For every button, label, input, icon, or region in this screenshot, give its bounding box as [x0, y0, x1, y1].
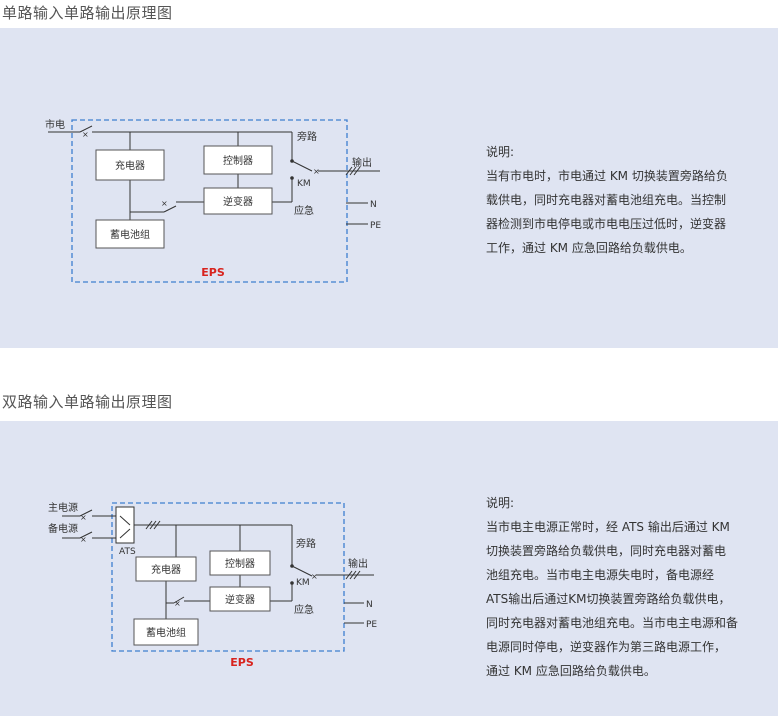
inverter-label: 逆变器 [225, 593, 255, 606]
section-title-single-input: 单路输入单路输出原理图 [2, 4, 173, 22]
inverter-label: 逆变器 [223, 195, 253, 208]
n-label: N [366, 600, 373, 610]
description-heading: 说明: [486, 496, 515, 510]
eps-boundary [71, 119, 348, 283]
eps-label: EPS [230, 656, 254, 669]
ats-box [115, 506, 135, 544]
description-line: ATS输出后通过KM切换装置旁路给负载供电， [486, 592, 731, 606]
battery-box [95, 219, 165, 249]
description-line: 当有市电时，市电通过 KM 切换装置旁路给负 [486, 169, 728, 183]
eps-boundary [111, 502, 345, 652]
charger-box [95, 149, 165, 181]
dual-input-description: 说明: 当市电主电源正常时，经 ATS 输出后通过 KM 切换装置旁路给负载供电… [486, 491, 738, 683]
mains-switch [79, 125, 93, 133]
km-switch [291, 565, 313, 577]
km-label: KM [296, 578, 310, 588]
bypass-label: 旁路 [297, 130, 317, 143]
km-switch [291, 160, 313, 172]
charger-box [135, 556, 197, 582]
section-title-dual-input: 双路输入单路输出原理图 [2, 393, 173, 411]
emergency-label: 应急 [294, 603, 314, 616]
description-heading: 说明: [486, 145, 515, 159]
km-label: KM [297, 179, 311, 189]
description-line: 同时充电器对蓄电池组充电。当市电主电源和备 [486, 616, 739, 630]
controller-box [209, 550, 271, 576]
inverter-box [209, 586, 271, 612]
n-label: N [370, 200, 377, 210]
output-label: 输出 [352, 156, 372, 169]
charger-label: 充电器 [115, 159, 145, 172]
output-label: 输出 [348, 557, 368, 570]
pe-label: PE [370, 221, 381, 231]
description-line: 当市电主电源正常时，经 ATS 输出后通过 KM [486, 520, 730, 534]
dual-input-diagram: × × × × [48, 501, 377, 669]
inverter-box [203, 187, 273, 215]
ats-label: ATS [119, 547, 136, 557]
mains-label: 市电 [45, 118, 65, 131]
single-input-description: 说明: 当有市电时，市电通过 KM 切换装置旁路给负 载供电，同时充电器对蓄电池… [486, 140, 728, 260]
description-line: 切换装置旁路给负载供电，同时充电器对蓄电 [486, 544, 727, 558]
battery-box [133, 618, 199, 646]
svg-text:×: × [80, 535, 87, 544]
svg-text:×: × [161, 199, 168, 208]
bypass-label: 旁路 [296, 537, 316, 550]
svg-text:×: × [174, 599, 181, 608]
single-input-diagram: × × × 市电 充电器 控制器 [45, 118, 381, 283]
description-line: 池组充电。当市电主电源失电时，备电源经 [486, 568, 715, 582]
backup-source-label: 备电源 [48, 522, 78, 535]
svg-text:×: × [311, 572, 318, 581]
controller-label: 控制器 [223, 154, 253, 167]
emergency-label: 应急 [294, 204, 314, 217]
svg-text:×: × [80, 513, 87, 522]
svg-text:×: × [313, 167, 320, 176]
dual-input-panel: × × × × [0, 421, 778, 716]
controller-box [203, 145, 273, 175]
description-line: 电源同时停电，逆变器作为第三路电源工作， [486, 640, 727, 654]
description-line: 器检测到市电停电或市电电压过低时，逆变器 [486, 217, 727, 231]
single-input-panel: × × × 市电 充电器 控制器 [0, 28, 778, 348]
battery-label: 蓄电池组 [146, 626, 186, 639]
controller-label: 控制器 [225, 557, 255, 570]
main-source-label: 主电源 [48, 501, 78, 514]
charger-label: 充电器 [151, 563, 181, 576]
pe-label: PE [366, 620, 377, 630]
description-line: 通过 KM 应急回路给负载供电。 [486, 664, 656, 678]
svg-text:×: × [82, 130, 89, 139]
eps-label: EPS [201, 266, 225, 279]
description-line: 载供电，同时充电器对蓄电池组充电。当控制 [486, 193, 727, 207]
battery-label: 蓄电池组 [110, 228, 150, 241]
description-line: 工作，通过 KM 应急回路给负载供电。 [486, 241, 692, 255]
